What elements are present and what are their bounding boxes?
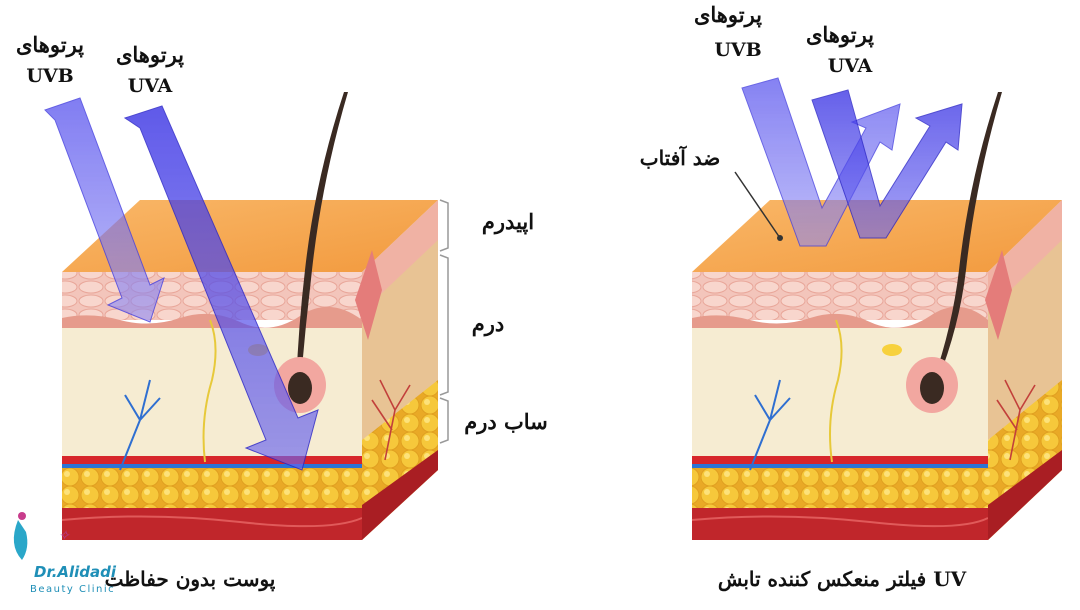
logo-dot-icon <box>18 512 26 520</box>
right-uva-arrow <box>811 89 963 239</box>
right-uvb-arrow <box>741 77 901 247</box>
left-uvb-label-2: UVB <box>26 65 73 87</box>
left-muscle-fiber <box>61 515 363 528</box>
left-skin-block <box>61 92 438 540</box>
left-vessel-band <box>62 456 362 464</box>
right-fat-layer <box>692 468 988 510</box>
right-nerve-tree <box>749 379 791 471</box>
right-muscle-fiber <box>691 515 989 528</box>
right-muscle-layer <box>692 508 988 540</box>
left-nerve-tree <box>119 379 161 471</box>
left-uva-label-1: پرتوهای <box>116 42 184 68</box>
right-uva-label-2: UVA <box>828 55 873 77</box>
right-hair-shaft <box>930 92 1002 390</box>
sunscreen-label: ضد آفتاب <box>640 145 721 170</box>
left-vein-band <box>62 464 362 469</box>
right-uvb-label-1: پرتوهای <box>694 2 762 28</box>
left-uvb-label-1: پرتوهای <box>16 32 84 58</box>
right-caption: فیلتر منعکس کننده تابش UV <box>718 567 967 592</box>
right-arrector-muscle <box>985 250 1012 340</box>
left-dermis-edge <box>62 306 362 330</box>
right-capillary <box>996 379 1036 461</box>
logo-leaf-icon <box>13 520 28 560</box>
left-muscle-layer <box>62 508 362 540</box>
left-side-muscle <box>362 450 438 540</box>
dermis-label: درم <box>472 311 505 337</box>
left-uva-arrow <box>123 105 319 471</box>
logo-sub-line: Beauty Clinic <box>30 584 115 595</box>
clinic-logo: ✧ Dr.Alidadi Beauty Clinic <box>13 512 117 595</box>
left-side-dermis <box>362 200 438 312</box>
sunscreen-pointer-dot <box>777 235 783 241</box>
left-epidermis-surface <box>62 200 438 272</box>
right-vessel-band <box>692 456 988 464</box>
left-caption: پوست بدون حفاظت <box>105 567 276 592</box>
logo-script-mark: ✧ <box>58 528 71 544</box>
left-nerve-fiber <box>202 319 217 463</box>
right-dermis-edge <box>692 306 988 330</box>
right-side-muscle <box>988 450 1062 540</box>
right-sebaceous-gland <box>882 344 902 356</box>
logo-brand-line: Dr.Alidadi <box>34 563 117 581</box>
layer-brackets <box>439 199 449 444</box>
sunscreen-pointer-line <box>734 171 781 239</box>
left-uvb-arrow <box>44 97 165 323</box>
right-nerve-fiber <box>829 319 843 463</box>
left-arrector-muscle <box>355 250 382 340</box>
left-fat-layer <box>62 468 362 510</box>
epidermis-label: اپیدرم <box>482 209 534 235</box>
right-uva-label-1: پرتوهای <box>806 22 874 48</box>
right-uvb-label-2: UVB <box>714 39 761 61</box>
left-capillary <box>371 379 411 461</box>
right-skin-block <box>691 92 1062 540</box>
right-hair-root <box>920 372 944 404</box>
left-uva-label-2: UVA <box>128 75 173 97</box>
right-vein-band <box>692 464 988 469</box>
subdermis-label: ساب درم <box>464 409 548 435</box>
left-hair-root <box>288 372 312 404</box>
